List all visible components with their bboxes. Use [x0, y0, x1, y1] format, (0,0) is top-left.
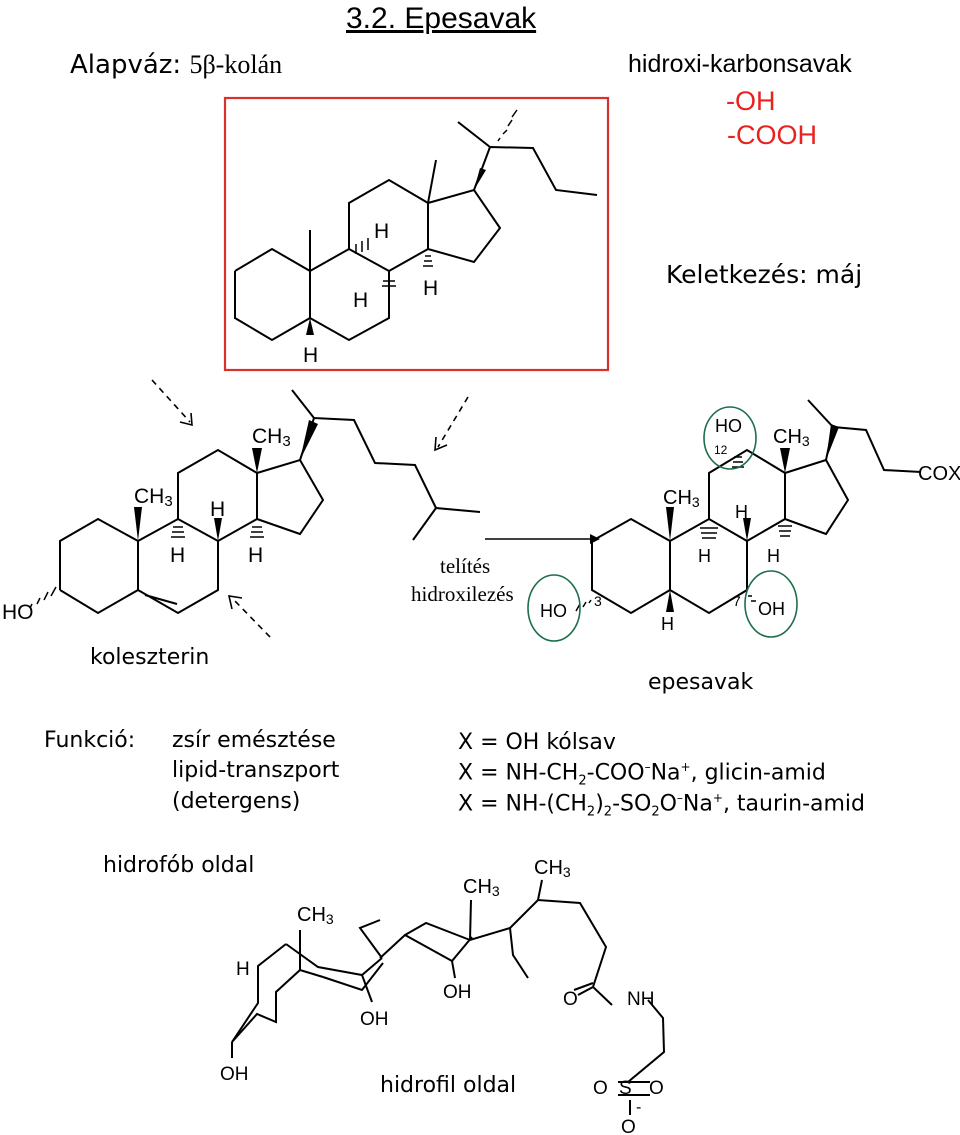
funkcio-line-2: lipid-transzport: [172, 758, 340, 783]
hydroxy-cooh: -COOH: [727, 120, 817, 150]
cholesterol-ch3-b: CH3: [252, 425, 291, 450]
hydroxy-oh: -OH: [726, 86, 776, 116]
hydrophobic-side-label: hidrofób oldal: [103, 853, 255, 878]
cholane-h-4: H: [303, 344, 318, 367]
process-line-1: telítés: [440, 554, 491, 578]
bile-h-3: H: [767, 546, 780, 566]
conformer-nh: NH: [627, 989, 654, 1010]
bile-h-2: H: [698, 546, 711, 566]
cholesterol-ho: HO: [2, 601, 34, 624]
x-def-line-1: X = OH kólsav: [458, 730, 616, 755]
bile-cox: COX: [918, 463, 960, 485]
conformer-ch3-3: CH3: [534, 857, 571, 880]
cholesterol-h-2: H: [170, 544, 185, 567]
bile-ho-12: HO: [715, 416, 742, 436]
cholane-box: [223, 96, 610, 372]
conformer-ch3-1: CH3: [297, 904, 334, 927]
so3-minus: -: [636, 1099, 641, 1116]
so3-o-right: O: [649, 1078, 664, 1099]
alapvaz-label: Alapváz:: [70, 50, 182, 80]
bile-ho-3: HO: [540, 601, 567, 621]
conformer-oh-a: OH: [443, 982, 472, 1003]
so3-o-bottom: O: [621, 1117, 636, 1135]
alapvaz-line: Alapváz: 5β-kolán: [70, 50, 282, 80]
cholesterol-h-3: H: [248, 544, 263, 567]
bile-pos-7: 7: [733, 593, 741, 609]
bile-h-1: H: [735, 502, 748, 522]
cholane-h-1: H: [374, 220, 389, 243]
funkcio-line-3: (detergens): [172, 789, 301, 814]
page-title: 3.2. Epesavak: [346, 2, 537, 35]
hydroxy-heading: hidroxi-karbonsavak: [628, 50, 852, 78]
cholesterol-h-1: H: [210, 498, 225, 521]
bile-ch3-b: CH3: [773, 426, 810, 449]
bile-pos-3: 3: [594, 593, 602, 609]
conformer-oh-c: OH: [220, 1064, 249, 1085]
keletkezes-label: Keletkezés: máj: [666, 260, 863, 289]
bile-ch3-a: CH3: [663, 487, 700, 510]
so3-o-left: O: [593, 1078, 608, 1099]
conformer-skeleton: [231, 879, 666, 1115]
bile-oh-7: OH: [758, 599, 785, 619]
funkcio-line-1: zsír emésztése: [172, 728, 336, 753]
alapvaz-value: 5β-kolán: [189, 50, 283, 79]
x-def-line-2: X = NH-CH2-COO–Na+, glicin-amid: [458, 760, 826, 789]
bile-acid-skeleton: [575, 399, 922, 615]
cholesterol-ch3-a: CH3: [134, 485, 173, 510]
bile-pos-12: 12: [714, 443, 728, 457]
dashed-arrows: [151, 379, 469, 638]
conformer-o: O: [563, 989, 578, 1010]
circle-oh-12: [703, 406, 757, 470]
cholesterol-name: koleszterin: [90, 645, 210, 670]
cholane-h-3: H: [423, 277, 438, 300]
funkcio-label: Funkció:: [44, 728, 136, 753]
conformer-h: H: [236, 959, 250, 980]
process-line-2: hidroxilezés: [411, 582, 514, 606]
bile-acid-name: epesavak: [648, 670, 754, 695]
so3-s: S: [619, 1078, 632, 1099]
x-def-line-3: X = NH-(CH2)2-SO2O–Na+, taurin-amid: [458, 791, 866, 820]
cholesterol-skeleton: [29, 389, 481, 615]
hydrophilic-side-label: hidrofil oldal: [380, 1073, 517, 1098]
conformer-oh-b: OH: [360, 1009, 389, 1030]
cholane-h-2: H: [353, 289, 368, 312]
circle-oh-3: [527, 574, 581, 642]
circle-oh-7: [744, 570, 798, 638]
bile-h-4: H: [661, 614, 674, 634]
conformer-ch3-2: CH3: [463, 876, 500, 899]
cholane-skeleton: [234, 109, 598, 342]
